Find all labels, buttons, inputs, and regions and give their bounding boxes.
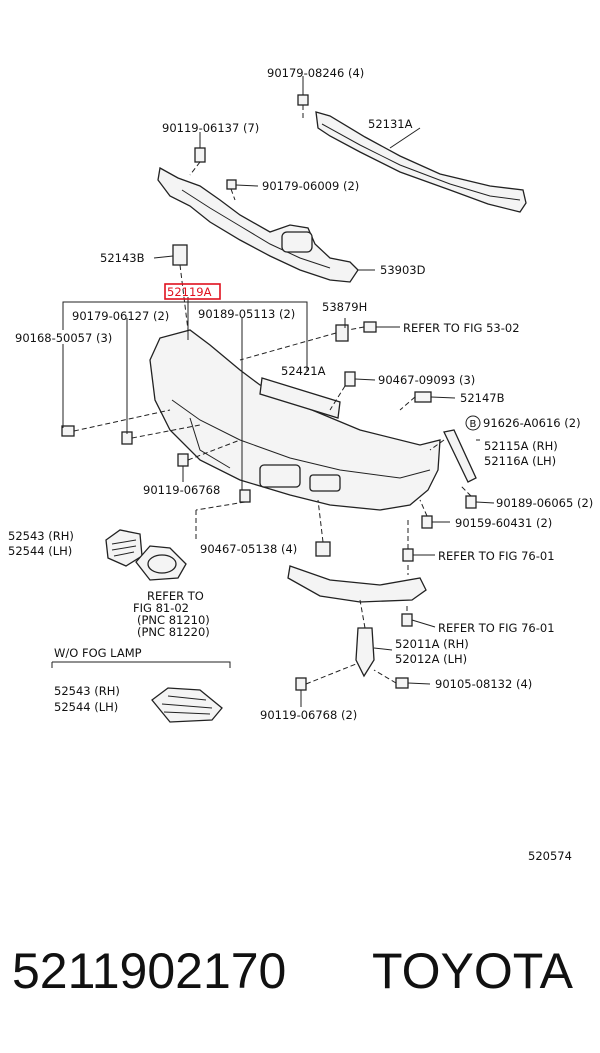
retainer-icon (335, 324, 349, 342)
diagram-number: 520574 (528, 849, 572, 863)
label-52116a[interactable]: 52116A (LH) (484, 454, 556, 468)
absorber-drawing (259, 377, 341, 419)
label-52119a-highlighted[interactable]: 52119A (167, 285, 212, 299)
screw-icon (401, 613, 413, 627)
label-52011a[interactable]: 52011A (RH) (395, 637, 469, 651)
clip-icon (402, 548, 414, 562)
label-refer-81-02-line1[interactable]: REFER TO (147, 589, 204, 603)
label-90159-60431[interactable]: 90159-60431 (2) (455, 516, 552, 530)
side-grille-wo-fog-drawing (151, 687, 223, 723)
label-52012a[interactable]: 52012A (LH) (395, 652, 467, 666)
label-90189-06065[interactable]: 90189-06065 (2) (496, 496, 593, 510)
label-52543-rh-wo-fog[interactable]: 52543 (RH) (54, 684, 120, 698)
screw-icon (194, 138, 206, 163)
label-53903d[interactable]: 53903D (380, 263, 426, 277)
label-53879h[interactable]: 53879H (322, 300, 367, 314)
clip-icon (344, 371, 356, 387)
label-90105-08132[interactable]: 90105-08132 (4) (435, 677, 532, 691)
label-52131a[interactable]: 52131A (368, 117, 413, 131)
label-52544-lh-wo-fog[interactable]: 52544 (LH) (54, 700, 118, 714)
label-90119-06768-2[interactable]: 90119-06768 (2) (260, 708, 357, 722)
clip-52143b-drawing (172, 244, 188, 266)
label-refer-76-01-a[interactable]: REFER TO FIG 76-01 (438, 549, 555, 563)
screw-icon (177, 453, 189, 467)
label-52115a[interactable]: 52115A (RH) (484, 439, 558, 453)
label-90179-08246[interactable]: 90179-08246 (4) (267, 66, 364, 80)
upper-retainer-drawing (157, 166, 359, 283)
label-52543-rh[interactable]: 52543 (RH) (8, 529, 74, 543)
clip-icon (315, 541, 331, 557)
label-wo-fog-lamp: W/O FOG LAMP (54, 646, 142, 660)
clip-icon (363, 321, 377, 333)
label-90467-05138[interactable]: 90467-05138 (4) (200, 542, 297, 556)
label-refer-81-02-line3: (PNC 81210) (137, 613, 210, 627)
label-52143b[interactable]: 52143B (100, 251, 145, 265)
label-refer-76-01-b[interactable]: REFER TO FIG 76-01 (438, 621, 555, 635)
clip-icon (239, 489, 251, 503)
nut-icon (226, 179, 237, 190)
label-circle-b: B (470, 419, 477, 430)
circle-b-marker (465, 415, 481, 431)
label-91626-a0616[interactable]: 91626-A0616 (2) (483, 416, 581, 430)
label-refer-81-02-line2[interactable]: FIG 81-02 (133, 601, 189, 615)
lower-spoiler-drawing (287, 565, 427, 603)
bracket-52011a-drawing (355, 627, 375, 678)
screw-icon (395, 677, 409, 689)
label-90179-06127[interactable]: 90179-06127 (2) (72, 309, 169, 323)
bumper-cover-drawing (149, 329, 441, 511)
label-90467-09093[interactable]: 90467-09093 (3) (378, 373, 475, 387)
label-52421a[interactable]: 52421A (281, 364, 326, 378)
label-90119-06768[interactable]: 90119-06768 (143, 483, 220, 497)
screw-icon (295, 677, 307, 691)
label-90119-06137[interactable]: 90119-06137 (7) (162, 121, 259, 135)
nut-icon (297, 82, 309, 106)
side-bracket-drawing (443, 429, 477, 483)
label-refer-53-02[interactable]: REFER TO FIG 53-02 (403, 321, 520, 335)
screw-icon (421, 515, 433, 529)
label-90168-50057[interactable]: 90168-50057 (3) (15, 331, 112, 345)
label-52147b[interactable]: 52147B (460, 391, 505, 405)
screw-icon (61, 425, 75, 437)
label-90179-06009[interactable]: 90179-06009 (2) (262, 179, 359, 193)
bracket-52147b-drawing (414, 391, 432, 403)
bumper-reinforcement-drawing (315, 111, 527, 213)
highlight-box (164, 283, 221, 300)
label-refer-81-02-line4: (PNC 81220) (137, 625, 210, 639)
label-90189-05113[interactable]: 90189-05113 (2) (198, 307, 295, 321)
clip-icon (465, 495, 477, 509)
label-52544-lh[interactable]: 52544 (LH) (8, 544, 72, 558)
part-number-title: 5211902170 (12, 943, 286, 999)
brand-title: TOYOTA (372, 943, 574, 999)
